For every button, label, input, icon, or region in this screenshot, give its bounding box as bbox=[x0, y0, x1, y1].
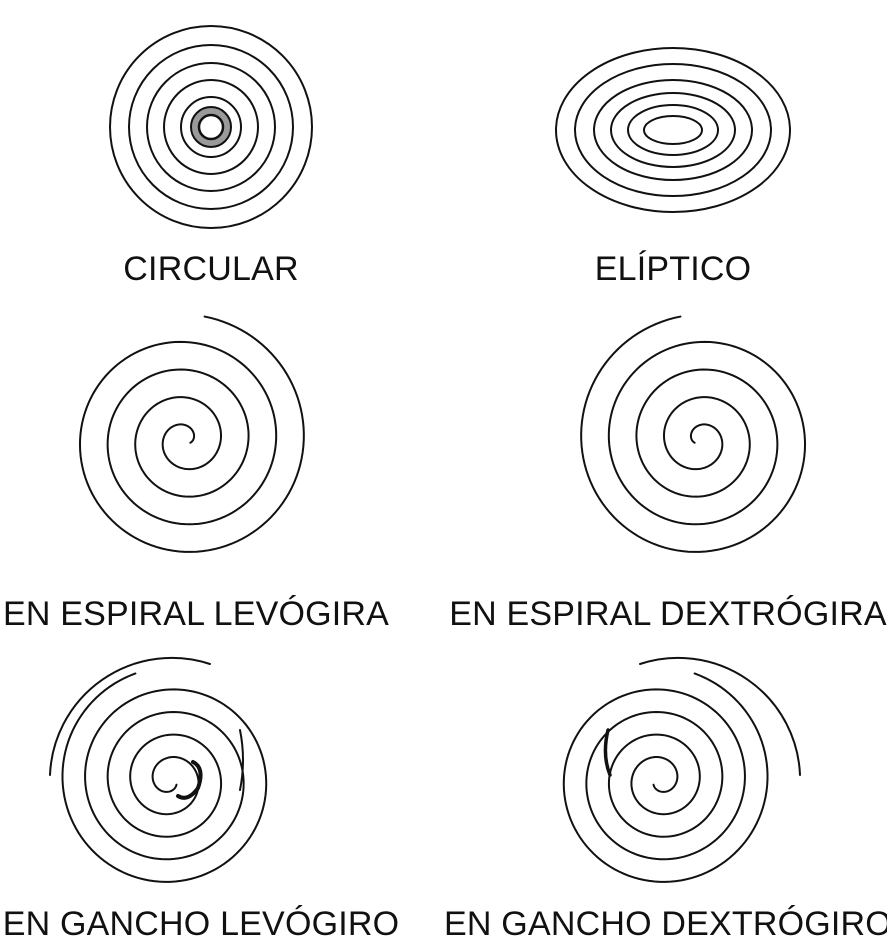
left-spiral-line bbox=[78, 315, 305, 553]
ellipse-3 bbox=[593, 79, 753, 181]
ring-4 bbox=[163, 79, 259, 175]
right-spiral-icon bbox=[580, 315, 807, 553]
right-spiral-whorl-diagram bbox=[535, 315, 807, 575]
label-espiral-dextrogira: EN ESPIRAL DEXTRÓGIRA bbox=[449, 595, 887, 633]
ring-2 bbox=[128, 44, 294, 210]
hook-spiral-line bbox=[61, 672, 268, 883]
ring-5 bbox=[180, 96, 242, 158]
right-hook-spiral-icon bbox=[562, 656, 801, 883]
outer-hook-arc bbox=[639, 656, 801, 776]
concentric-circles-icon bbox=[109, 25, 313, 229]
ellipse-5 bbox=[627, 104, 719, 156]
label-gancho-dextrogiro: EN GANCHO DEXTRÓGIRO bbox=[444, 905, 887, 943]
circular-whorl-diagram bbox=[109, 25, 313, 229]
label-circular: CIRCULAR bbox=[123, 250, 299, 288]
ellipse-4 bbox=[610, 92, 736, 168]
ellipse-1 bbox=[555, 47, 791, 213]
hook-bridge-bold bbox=[603, 728, 612, 777]
hook-spiral-line bbox=[562, 672, 769, 883]
core-center bbox=[197, 113, 225, 141]
ring-3 bbox=[146, 62, 276, 192]
left-spiral-icon bbox=[78, 315, 305, 553]
core-hook-bold bbox=[176, 760, 203, 800]
ring-1 bbox=[109, 25, 313, 229]
right-hook-whorl-diagram bbox=[550, 650, 810, 900]
left-spiral-whorl-diagram bbox=[78, 315, 350, 575]
right-spiral-line bbox=[580, 315, 807, 553]
left-hook-spiral-icon bbox=[49, 656, 268, 883]
outer-hook-arc bbox=[49, 656, 211, 776]
label-eliptico: ELÍPTICO bbox=[594, 250, 752, 288]
label-gancho-levogiro: EN GANCHO LEVÓGIRO bbox=[2, 905, 400, 943]
left-hook-whorl-diagram bbox=[40, 650, 300, 900]
hook-bridge-line bbox=[239, 729, 244, 791]
elliptical-whorl-diagram bbox=[555, 47, 791, 213]
concentric-ellipses-icon bbox=[555, 47, 791, 213]
ellipse-2 bbox=[574, 63, 772, 197]
label-espiral-levogira: EN ESPIRAL LEVÓGIRA bbox=[2, 595, 390, 633]
ellipse-6 bbox=[643, 115, 703, 145]
